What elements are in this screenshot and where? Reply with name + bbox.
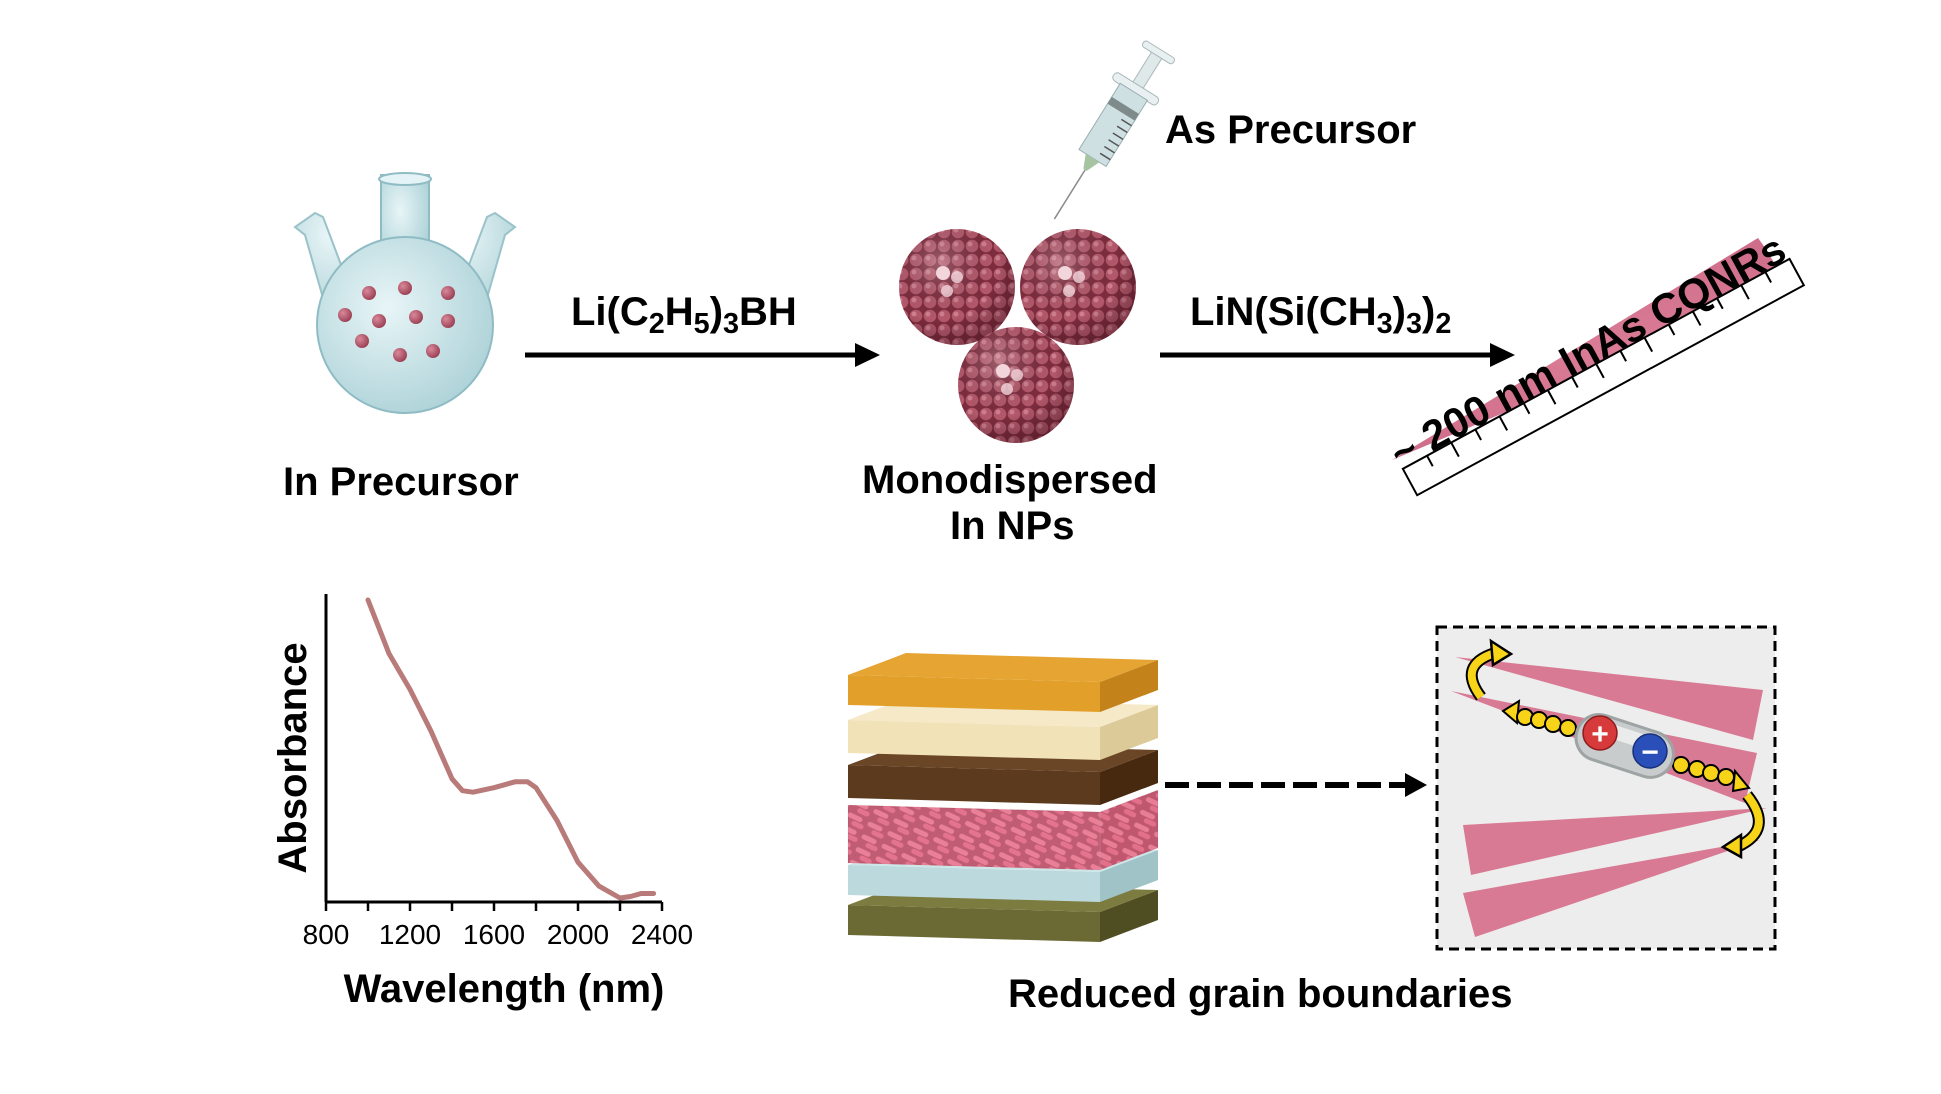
reagent-2-part: ) xyxy=(1422,290,1436,334)
ruler-tick xyxy=(1595,363,1605,379)
reagent-2-subscript: 3 xyxy=(1405,308,1422,341)
nanorod xyxy=(1463,840,1760,937)
ruler-tick xyxy=(1740,284,1750,300)
ruler-tick xyxy=(1522,402,1531,415)
grain-boundaries-label: Reduced grain boundaries xyxy=(1008,972,1513,1016)
three-neck-flask-icon xyxy=(293,172,517,414)
arrowhead-right xyxy=(1731,768,1751,793)
ruler-tick xyxy=(1643,337,1654,353)
ruler-tick xyxy=(1619,350,1627,362)
ruler-tick xyxy=(1546,389,1557,405)
reagent-2-part: ) xyxy=(1392,290,1406,334)
x-tick-label: 1600 xyxy=(463,919,525,950)
in-nanoparticles-illustration xyxy=(899,229,1136,443)
hop-arrow-top xyxy=(1465,638,1514,701)
reagent-1-part: ) xyxy=(709,290,724,334)
nanoparticle xyxy=(899,229,1015,345)
x-axis-label: Wavelength (nm) xyxy=(344,967,665,1011)
y-axis-label: Absorbance xyxy=(271,642,315,873)
ruler-tick xyxy=(1450,442,1460,458)
ruler-tick xyxy=(1571,376,1579,388)
reagent-1-part: BH xyxy=(739,290,797,334)
nps-label-line1: Monodispersed xyxy=(862,458,1158,502)
reagent-1-subscript: 2 xyxy=(648,308,665,341)
ruler-tick xyxy=(1691,310,1702,326)
ruler-tick xyxy=(1716,297,1724,310)
reagent-1-subscript: 3 xyxy=(723,308,740,341)
svg-text:−: − xyxy=(1641,736,1659,769)
charge-transport-inset: + − xyxy=(1435,625,1777,951)
x-tick-label: 800 xyxy=(303,919,350,950)
reagent-1-part: H xyxy=(664,290,694,334)
ruler-tick xyxy=(1426,455,1434,467)
syringe-icon xyxy=(1053,40,1175,220)
reagent-2-label: LiN(Si(CH3)3)2 xyxy=(1190,290,1451,338)
reagent-2-part: LiN(Si(CH xyxy=(1190,290,1377,334)
x-tick-label: 1200 xyxy=(379,919,441,950)
layer-nanorods xyxy=(847,788,1159,872)
nanoparticle xyxy=(1020,229,1136,345)
hole-charge: + xyxy=(1582,715,1618,751)
x-tick-label: 2000 xyxy=(547,919,609,950)
nanorod xyxy=(1455,657,1763,740)
x-tick-label: 2400 xyxy=(631,919,693,950)
absorbance-curve xyxy=(365,597,657,901)
device-layer-stack xyxy=(847,653,1159,942)
ruler-tick xyxy=(1498,415,1509,431)
scale-ruler xyxy=(1401,257,1806,497)
nanorod xyxy=(1463,808,1767,875)
nps-label-line2: In NPs xyxy=(950,504,1075,548)
layer-gold xyxy=(848,653,1158,712)
hop-arrow-bottom xyxy=(1720,791,1765,860)
in-precursor-label: In Precursor xyxy=(283,460,519,504)
reagent-1-part: Li(C xyxy=(571,290,649,334)
ruler-tick xyxy=(1667,324,1676,336)
reagent-1-subscript: 5 xyxy=(693,308,710,341)
reaction-arrow-1 xyxy=(525,343,880,367)
reagent-2-subscript: 2 xyxy=(1435,308,1452,341)
reagent-2-subscript: 3 xyxy=(1376,308,1393,341)
svg-text:+: + xyxy=(1591,718,1609,751)
ruler-tick xyxy=(1474,428,1482,441)
ruler-tick xyxy=(1764,271,1772,284)
nanoparticle xyxy=(958,327,1074,443)
as-precursor-label: As Precursor xyxy=(1165,108,1417,152)
dashed-arrow xyxy=(1165,773,1427,797)
reagent-1-label: Li(C2H5)3BH xyxy=(571,290,797,338)
electron-charge: − xyxy=(1632,733,1668,769)
reaction-arrow-2 xyxy=(1160,343,1515,367)
cqnr-rod-illustration xyxy=(1392,238,1806,497)
